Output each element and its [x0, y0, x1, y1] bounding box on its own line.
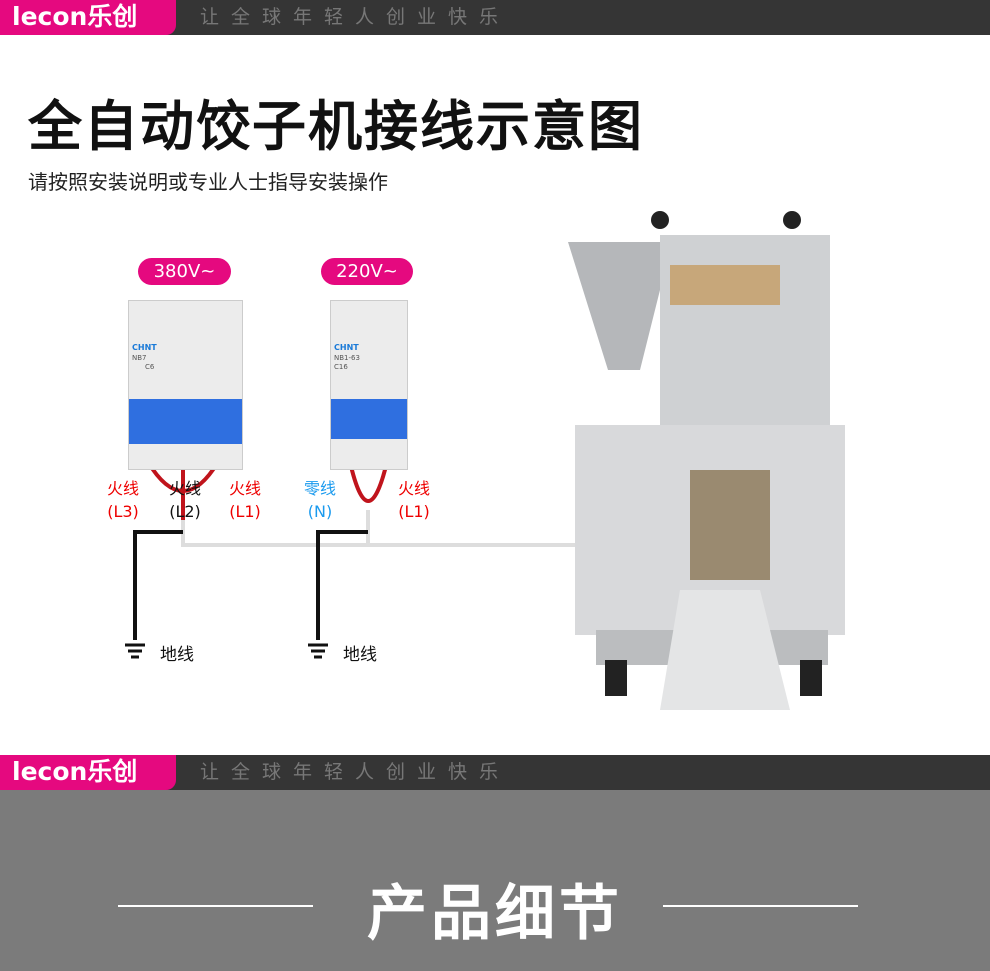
brand-logo: lecon乐创 [0, 0, 176, 35]
wire-code: (N) [307, 502, 333, 521]
ground-icon [308, 643, 328, 659]
voltage-badge-220: 220V~ [321, 258, 413, 285]
bottom-header-bar: lecon乐创 让全球年轻人创业快乐 [0, 755, 990, 790]
breaker-switch [331, 399, 407, 439]
ground-label: 地线 [160, 645, 194, 665]
wire-220-loop [348, 461, 389, 503]
page-subtitle: 请按照安装说明或专业人士指导安装操作 [28, 170, 388, 194]
breaker-2-pole: CHNT NB1-63 C16 [330, 300, 408, 470]
wire-name: 火线 [228, 479, 261, 498]
ground-wire-1 [133, 530, 183, 640]
wire-label-l1: 火线 (L1) [225, 477, 265, 523]
wire-label-n: 零线 (N) [300, 477, 340, 523]
breaker-brand: CHNT [334, 343, 359, 352]
breaker-rating: C16 [334, 363, 348, 371]
wire-label-l1-220: 火线 (L1) [394, 477, 434, 523]
divider-right [663, 905, 858, 907]
wire-label-l3: 火线 (L3) [103, 477, 143, 523]
divider-left [118, 905, 313, 907]
section-title: 产品细节 [367, 879, 623, 949]
section-banner [0, 790, 990, 971]
wire-code: (L1) [398, 502, 430, 521]
page-title: 全自动饺子机接线示意图 [28, 95, 644, 158]
wire-name: 火线 [397, 479, 430, 498]
wire-code: (L1) [229, 502, 261, 521]
wiring-diagram [125, 211, 845, 710]
breaker-rating: C6 [145, 363, 155, 371]
breaker-switch [129, 399, 242, 444]
wire-name: 火线 [168, 479, 201, 498]
voltage-badge-380: 380V~ [138, 258, 231, 285]
dumpling-machine-image [568, 211, 845, 710]
slogan: 让全球年轻人创业快乐 [200, 6, 511, 28]
top-header-bar: lecon乐创 让全球年轻人创业快乐 [0, 0, 990, 35]
wire-code: (L3) [107, 502, 139, 521]
brand-logo: lecon乐创 [0, 755, 176, 790]
breaker-3-pole: CHNT NB7 C6 [128, 300, 243, 470]
power-cable [181, 520, 575, 547]
ground-icon [125, 643, 145, 659]
breaker-model: NB1-63 [334, 354, 360, 362]
wire-label-l2: 火线 (L2) [165, 477, 205, 523]
breaker-brand: CHNT [132, 343, 157, 352]
wire-name: 零线 [303, 479, 336, 498]
breaker-model: NB7 [132, 354, 147, 362]
wire-name: 火线 [106, 479, 139, 498]
ground-label: 地线 [343, 645, 377, 665]
slogan: 让全球年轻人创业快乐 [200, 761, 511, 783]
ground-wire-2 [316, 530, 368, 640]
wire-code: (L2) [169, 502, 201, 521]
